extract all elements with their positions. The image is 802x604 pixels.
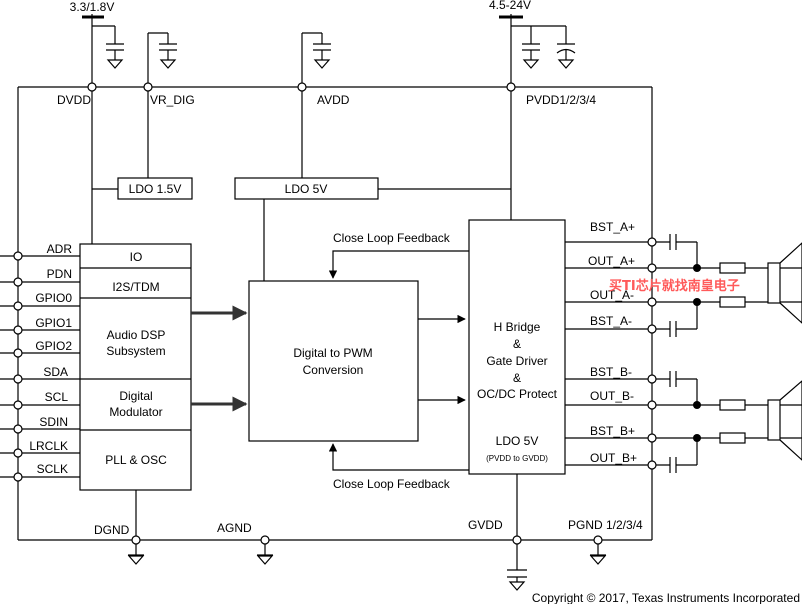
copyright-text: Copyright © 2017, Texas Instruments Inco…	[532, 591, 800, 604]
pwm-label-1: Digital to PWM	[293, 346, 372, 360]
pin-label: SDIN	[39, 415, 68, 429]
modulator-label-2: Modulator	[109, 405, 162, 419]
ground-section	[127, 474, 607, 591]
hbridge-label-4: &	[513, 371, 521, 385]
ground-pin-circles	[131, 535, 603, 545]
top-rail	[17, 86, 653, 541]
logic-supply: 3.3/1.8V	[70, 0, 124, 250]
pin-label: ADR	[47, 242, 73, 256]
pin-label: SDA	[43, 365, 68, 379]
pin-label: SCL	[45, 390, 69, 404]
gvdd-label: GVDD	[468, 518, 503, 532]
pwm-conversion-block: Digital to PWM Conversion	[248, 280, 419, 442]
hbridge-block: H Bridge & Gate Driver & OC/DC Protect L…	[468, 219, 566, 475]
ldo-1p5v-block: LDO 1.5V	[92, 91, 193, 200]
ldo-5v-label: LDO 5V	[285, 182, 328, 196]
feedback-top-label: Close Loop Feedback	[333, 231, 451, 245]
dsp-to-pwm-arrows	[191, 305, 248, 412]
pin-label: BST_B-	[590, 365, 632, 379]
hbridge-label-3: Gate Driver	[486, 354, 547, 368]
hbridge-label-2: &	[513, 337, 521, 351]
logic-supply-label: 3.3/1.8V	[70, 0, 115, 14]
vr-dig-label: VR_DIG	[150, 93, 195, 107]
pin-label: BST_A-	[590, 314, 632, 328]
pin-label: GPIO1	[35, 316, 72, 330]
pin-label: BST_A+	[590, 220, 635, 234]
right-pin-circles	[647, 237, 657, 470]
pin-label: OUT_B-	[590, 389, 634, 403]
pin-label: GPIO2	[35, 339, 72, 353]
pin-label: SCLK	[37, 462, 68, 476]
pvdd-label: PVDD1/2/3/4	[526, 93, 596, 107]
modulator-label-1: Digital	[119, 389, 152, 403]
dgnd-label: DGND	[94, 523, 130, 537]
dsp-block-label-1: Audio DSP	[107, 328, 166, 342]
pin-label: OUT_A+	[588, 254, 635, 268]
i2s-block-label: I2S/TDM	[112, 280, 159, 294]
left-pin-lines	[0, 255, 80, 478]
dvdd-label: DVDD	[57, 93, 91, 107]
ldo-out-sub-label: (PVDD to GVDD)	[486, 454, 548, 463]
power-supply-label: 4.5-24V	[489, 0, 531, 12]
speaker-a-icon	[767, 242, 802, 324]
pin-label: OUT_A-	[590, 288, 634, 302]
output-filters	[690, 262, 802, 444]
io-block-label: IO	[130, 250, 143, 264]
pgnd-label: PGND 1/2/3/4	[568, 518, 643, 532]
feedback-bottom: Close Loop Feedback	[328, 443, 469, 491]
feedback-top: Close Loop Feedback	[328, 231, 469, 279]
vr-dig-cap	[147, 32, 177, 87]
avdd-cap	[301, 32, 331, 87]
hbridge-label-5: OC/DC Protect	[477, 387, 558, 401]
hbridge-label-1: H Bridge	[494, 320, 541, 334]
feedback-bottom-label: Close Loop Feedback	[333, 477, 451, 491]
ldo-5v-block: LDO 5V	[234, 91, 511, 281]
speaker-b-icon	[767, 380, 802, 461]
digital-block-stack: IO I2S/TDM Audio DSP Subsystem Digital M…	[79, 243, 192, 491]
ldo-1p5v-label: LDO 1.5V	[129, 182, 182, 196]
pwm-label-2: Conversion	[303, 363, 364, 377]
ldo-out-label: LDO 5V	[496, 434, 539, 448]
avdd-label: AVDD	[317, 93, 350, 107]
pll-block-label: PLL & OSC	[105, 453, 167, 467]
agnd-label: AGND	[217, 521, 252, 535]
pin-label: BST_B+	[590, 424, 635, 438]
left-pin-circles	[13, 251, 23, 482]
pin-label: LRCLK	[29, 439, 68, 453]
watermark-text: 买TI芯片就找南皇电子	[609, 278, 740, 294]
pin-label: PDN	[47, 267, 72, 281]
pin-label: GPIO0	[35, 291, 72, 305]
pin-label: OUT_B+	[590, 451, 637, 465]
bootstrap-caps	[669, 234, 698, 473]
dsp-block-label-2: Subsystem	[106, 344, 165, 358]
power-supply: 4.5-24V	[489, 0, 576, 220]
